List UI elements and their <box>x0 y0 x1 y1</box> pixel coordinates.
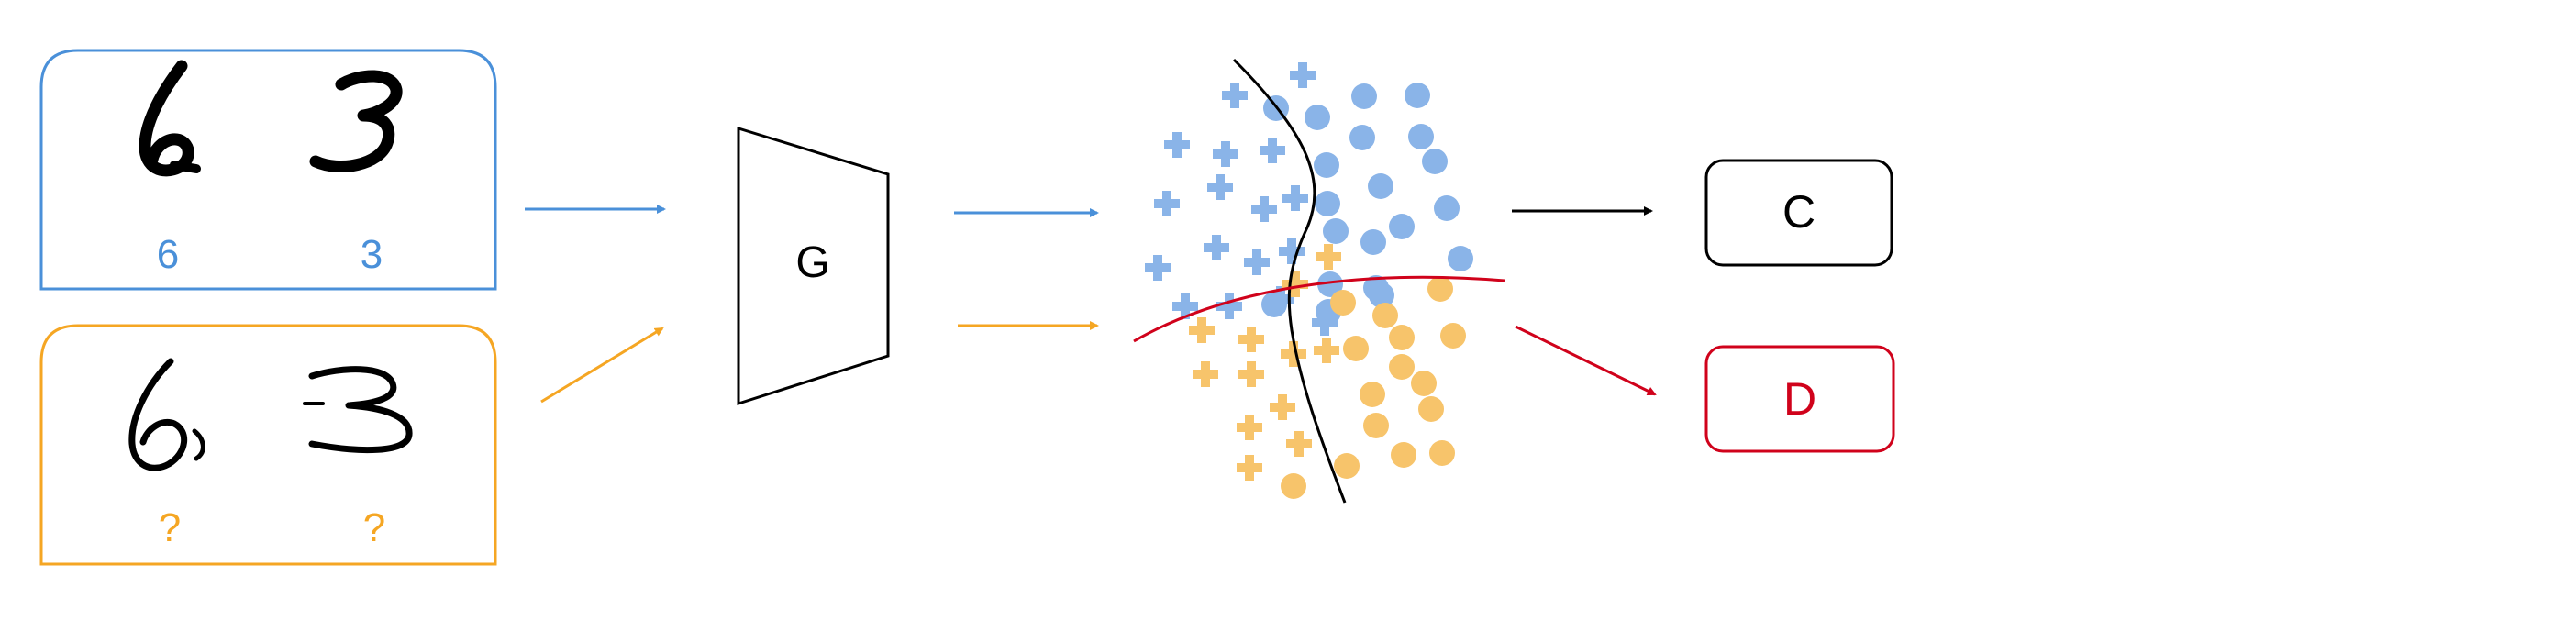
target-domain-box: ? ? <box>39 324 497 566</box>
target-digit-3-image <box>303 366 413 454</box>
discriminator-box: D <box>1704 345 1895 453</box>
source-plus-icon <box>1145 255 1171 281</box>
target-plus-icon <box>1193 361 1218 387</box>
target-circle-icon <box>1343 336 1369 361</box>
source-plus-icon <box>1260 138 1285 163</box>
target-circle-icon <box>1418 396 1444 422</box>
target-circle-icon <box>1372 303 1398 328</box>
target-plus-icon <box>1189 317 1215 343</box>
target-label-unknown-1: ? <box>159 505 181 550</box>
feature-points <box>1145 62 1473 499</box>
target-plus-icon <box>1281 341 1306 367</box>
source-plus-icon <box>1244 249 1270 275</box>
source-plus-icon <box>1154 191 1180 216</box>
source-circle-icon <box>1349 125 1375 150</box>
source-plus-icon <box>1279 238 1305 264</box>
source-plus-icon <box>1164 132 1190 158</box>
target-to-g-arrow <box>540 327 664 404</box>
source-circle-icon <box>1315 191 1340 216</box>
source-plus-icon <box>1251 196 1277 222</box>
source-digit-6-image <box>139 60 201 177</box>
to-discriminator-arrow <box>1515 325 1657 396</box>
target-circle-icon <box>1389 325 1415 350</box>
classifier-label: C <box>1782 186 1815 238</box>
source-plus-icon <box>1216 293 1242 319</box>
target-circle-icon <box>1427 276 1453 302</box>
source-circle-icon <box>1422 149 1448 174</box>
source-circle-icon <box>1389 214 1415 239</box>
target-circle-icon <box>1363 413 1389 438</box>
source-plus-icon <box>1222 83 1248 108</box>
source-circle-icon <box>1305 105 1330 130</box>
source-circle-icon <box>1317 271 1343 297</box>
target-circle-icon <box>1440 323 1466 349</box>
source-circle-icon <box>1261 292 1287 317</box>
source-plus-icon <box>1213 141 1238 167</box>
source-circle-icon <box>1351 83 1377 109</box>
target-plus-icon <box>1282 271 1308 297</box>
source-circle-icon <box>1314 152 1339 178</box>
source-label-3: 3 <box>361 232 383 277</box>
target-label-unknown-2: ? <box>363 505 385 550</box>
target-circle-icon <box>1330 290 1356 316</box>
discriminator-boundary <box>1133 275 1505 343</box>
target-plus-icon <box>1237 455 1262 481</box>
source-plus-icon <box>1282 185 1308 211</box>
source-circle-icon <box>1405 83 1430 108</box>
discriminator-label: D <box>1783 373 1816 425</box>
source-plus-icon <box>1204 235 1229 260</box>
source-plus-icon <box>1290 62 1316 88</box>
source-circle-icon <box>1360 229 1386 255</box>
source-circle-icon <box>1408 124 1434 149</box>
target-circle-icon <box>1360 382 1385 407</box>
target-plus-icon <box>1286 431 1312 457</box>
feature-space <box>1133 58 1505 504</box>
source-plus-icon <box>1172 293 1198 319</box>
target-plus-icon <box>1238 327 1264 352</box>
generator-block: G <box>737 126 890 406</box>
source-circle-icon <box>1369 282 1394 308</box>
generator-label: G <box>795 238 829 287</box>
target-circle-icon <box>1411 371 1437 396</box>
target-plus-icon <box>1237 415 1262 440</box>
source-circle-icon <box>1434 195 1460 221</box>
target-circle-icon <box>1389 354 1415 380</box>
source-circle-icon <box>1448 246 1473 271</box>
source-circle-icon <box>1368 173 1393 199</box>
target-circle-icon <box>1334 453 1360 479</box>
target-digit-6-image <box>128 358 205 471</box>
target-plus-icon <box>1270 394 1295 420</box>
source-domain-box: 6 3 <box>39 49 497 291</box>
source-plus-icon <box>1207 174 1233 200</box>
source-digit-3-image <box>309 70 403 173</box>
source-circle-icon <box>1323 218 1349 244</box>
classifier-box: C <box>1704 159 1893 267</box>
target-plus-icon <box>1238 361 1264 387</box>
target-plus-icon <box>1314 338 1339 363</box>
target-circle-icon <box>1281 473 1306 499</box>
source-label-6: 6 <box>157 232 179 277</box>
target-circle-icon <box>1391 442 1416 468</box>
classifier-boundary <box>1232 58 1347 504</box>
target-plus-icon <box>1316 244 1341 270</box>
target-circle-icon <box>1429 440 1455 466</box>
